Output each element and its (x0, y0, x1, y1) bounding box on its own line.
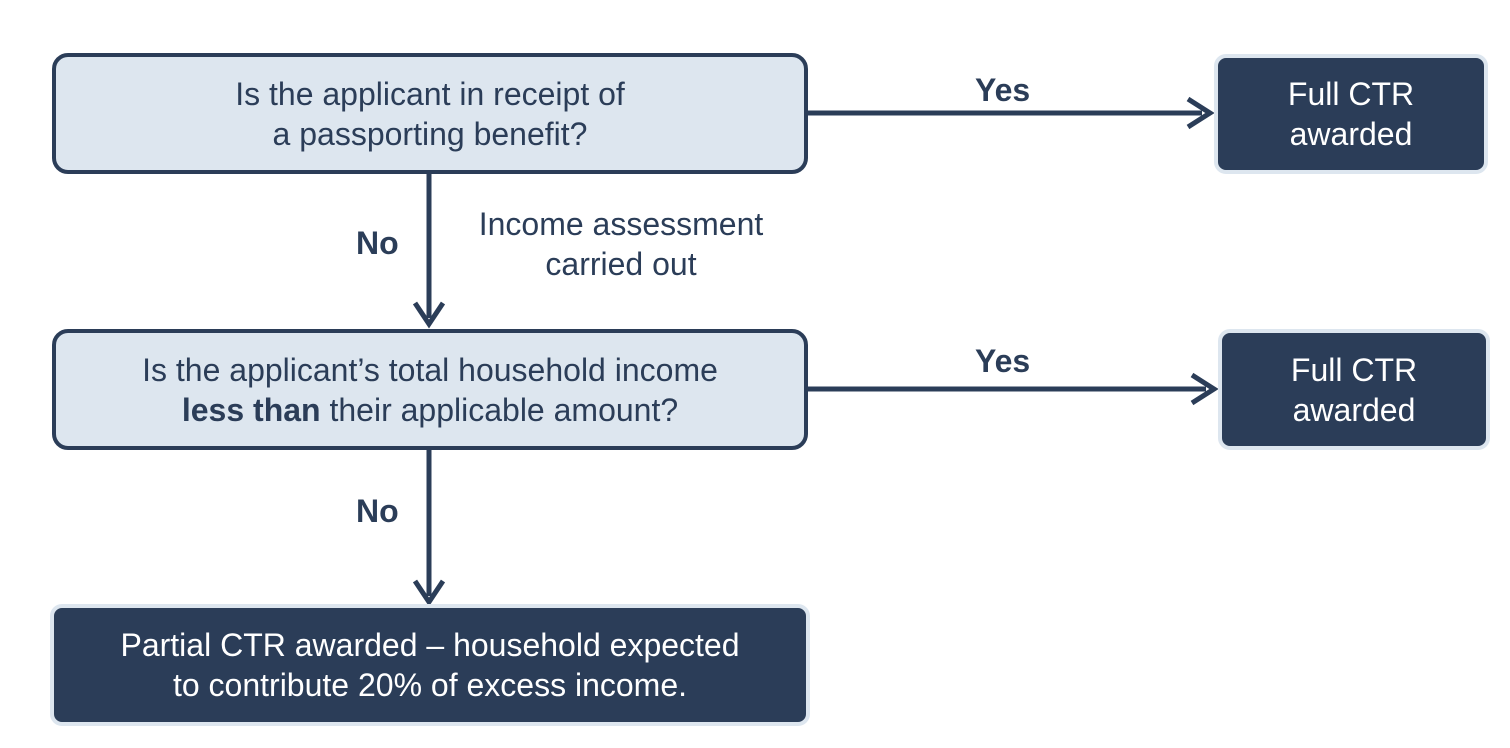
arrow-q1-no (412, 172, 446, 329)
question-2-emphasis: less than (181, 391, 321, 428)
outcome-full-ctr-1: Full CTR awarded (1214, 54, 1488, 174)
outcome-full-2-line-1: Full CTR (1290, 351, 1418, 388)
no-label-2: No (356, 493, 399, 529)
question-passporting-benefit: Is the applicant in receipt of a passpor… (52, 53, 808, 174)
yes-label-2: Yes (975, 343, 1031, 379)
outcome-partial-ctr: Partial CTR awarded – household expected… (50, 604, 810, 726)
question-household-income: Is the applicant’s total household incom… (52, 329, 808, 450)
outcome-full-ctr-2: Full CTR awarded (1218, 329, 1490, 450)
outcome-partial-line-2: to contribute 20% of excess income. (172, 667, 688, 703)
yes-label-1: Yes (975, 72, 1031, 108)
outcome-full-1-line-2: awarded (1289, 116, 1413, 152)
arrow-q2-no (412, 448, 446, 607)
note-line-1: Income assessment (478, 206, 764, 242)
question-2-line-2-rest: their applicable amount? (320, 391, 679, 428)
income-assessment-note: Income assessment carried out (462, 204, 780, 284)
outcome-partial-line-1: Partial CTR awarded – household expected (120, 627, 740, 663)
arrow-q1-yes (806, 96, 1215, 130)
question-1-line-2: a passporting benefit? (272, 115, 588, 152)
outcome-full-2-line-2: awarded (1292, 391, 1416, 428)
arrow-q2-yes (806, 372, 1219, 406)
no-label-1: No (356, 225, 399, 261)
note-line-2: carried out (545, 246, 697, 282)
outcome-full-1-line-1: Full CTR (1287, 76, 1415, 112)
question-1-line-1: Is the applicant in receipt of (235, 75, 625, 112)
question-2-line-2: less than their applicable amount? (182, 390, 678, 430)
question-2-line-1: Is the applicant’s total household incom… (142, 351, 718, 388)
